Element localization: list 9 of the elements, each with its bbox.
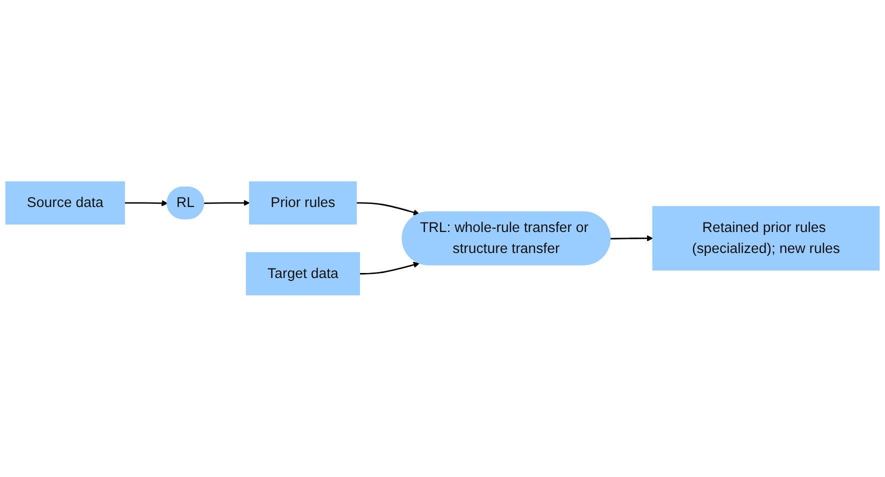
arrow bbox=[124, 200, 168, 206]
node-box: Target data bbox=[246, 252, 360, 296]
arrow bbox=[360, 262, 420, 275]
arrow bbox=[356, 202, 420, 216]
arrow bbox=[610, 235, 653, 242]
node-box: Prior rules bbox=[249, 181, 357, 225]
arrow bbox=[204, 200, 250, 206]
node-box: Source data bbox=[5, 181, 125, 225]
node-box: Retained prior rules (specialized); new rules bbox=[652, 206, 880, 271]
